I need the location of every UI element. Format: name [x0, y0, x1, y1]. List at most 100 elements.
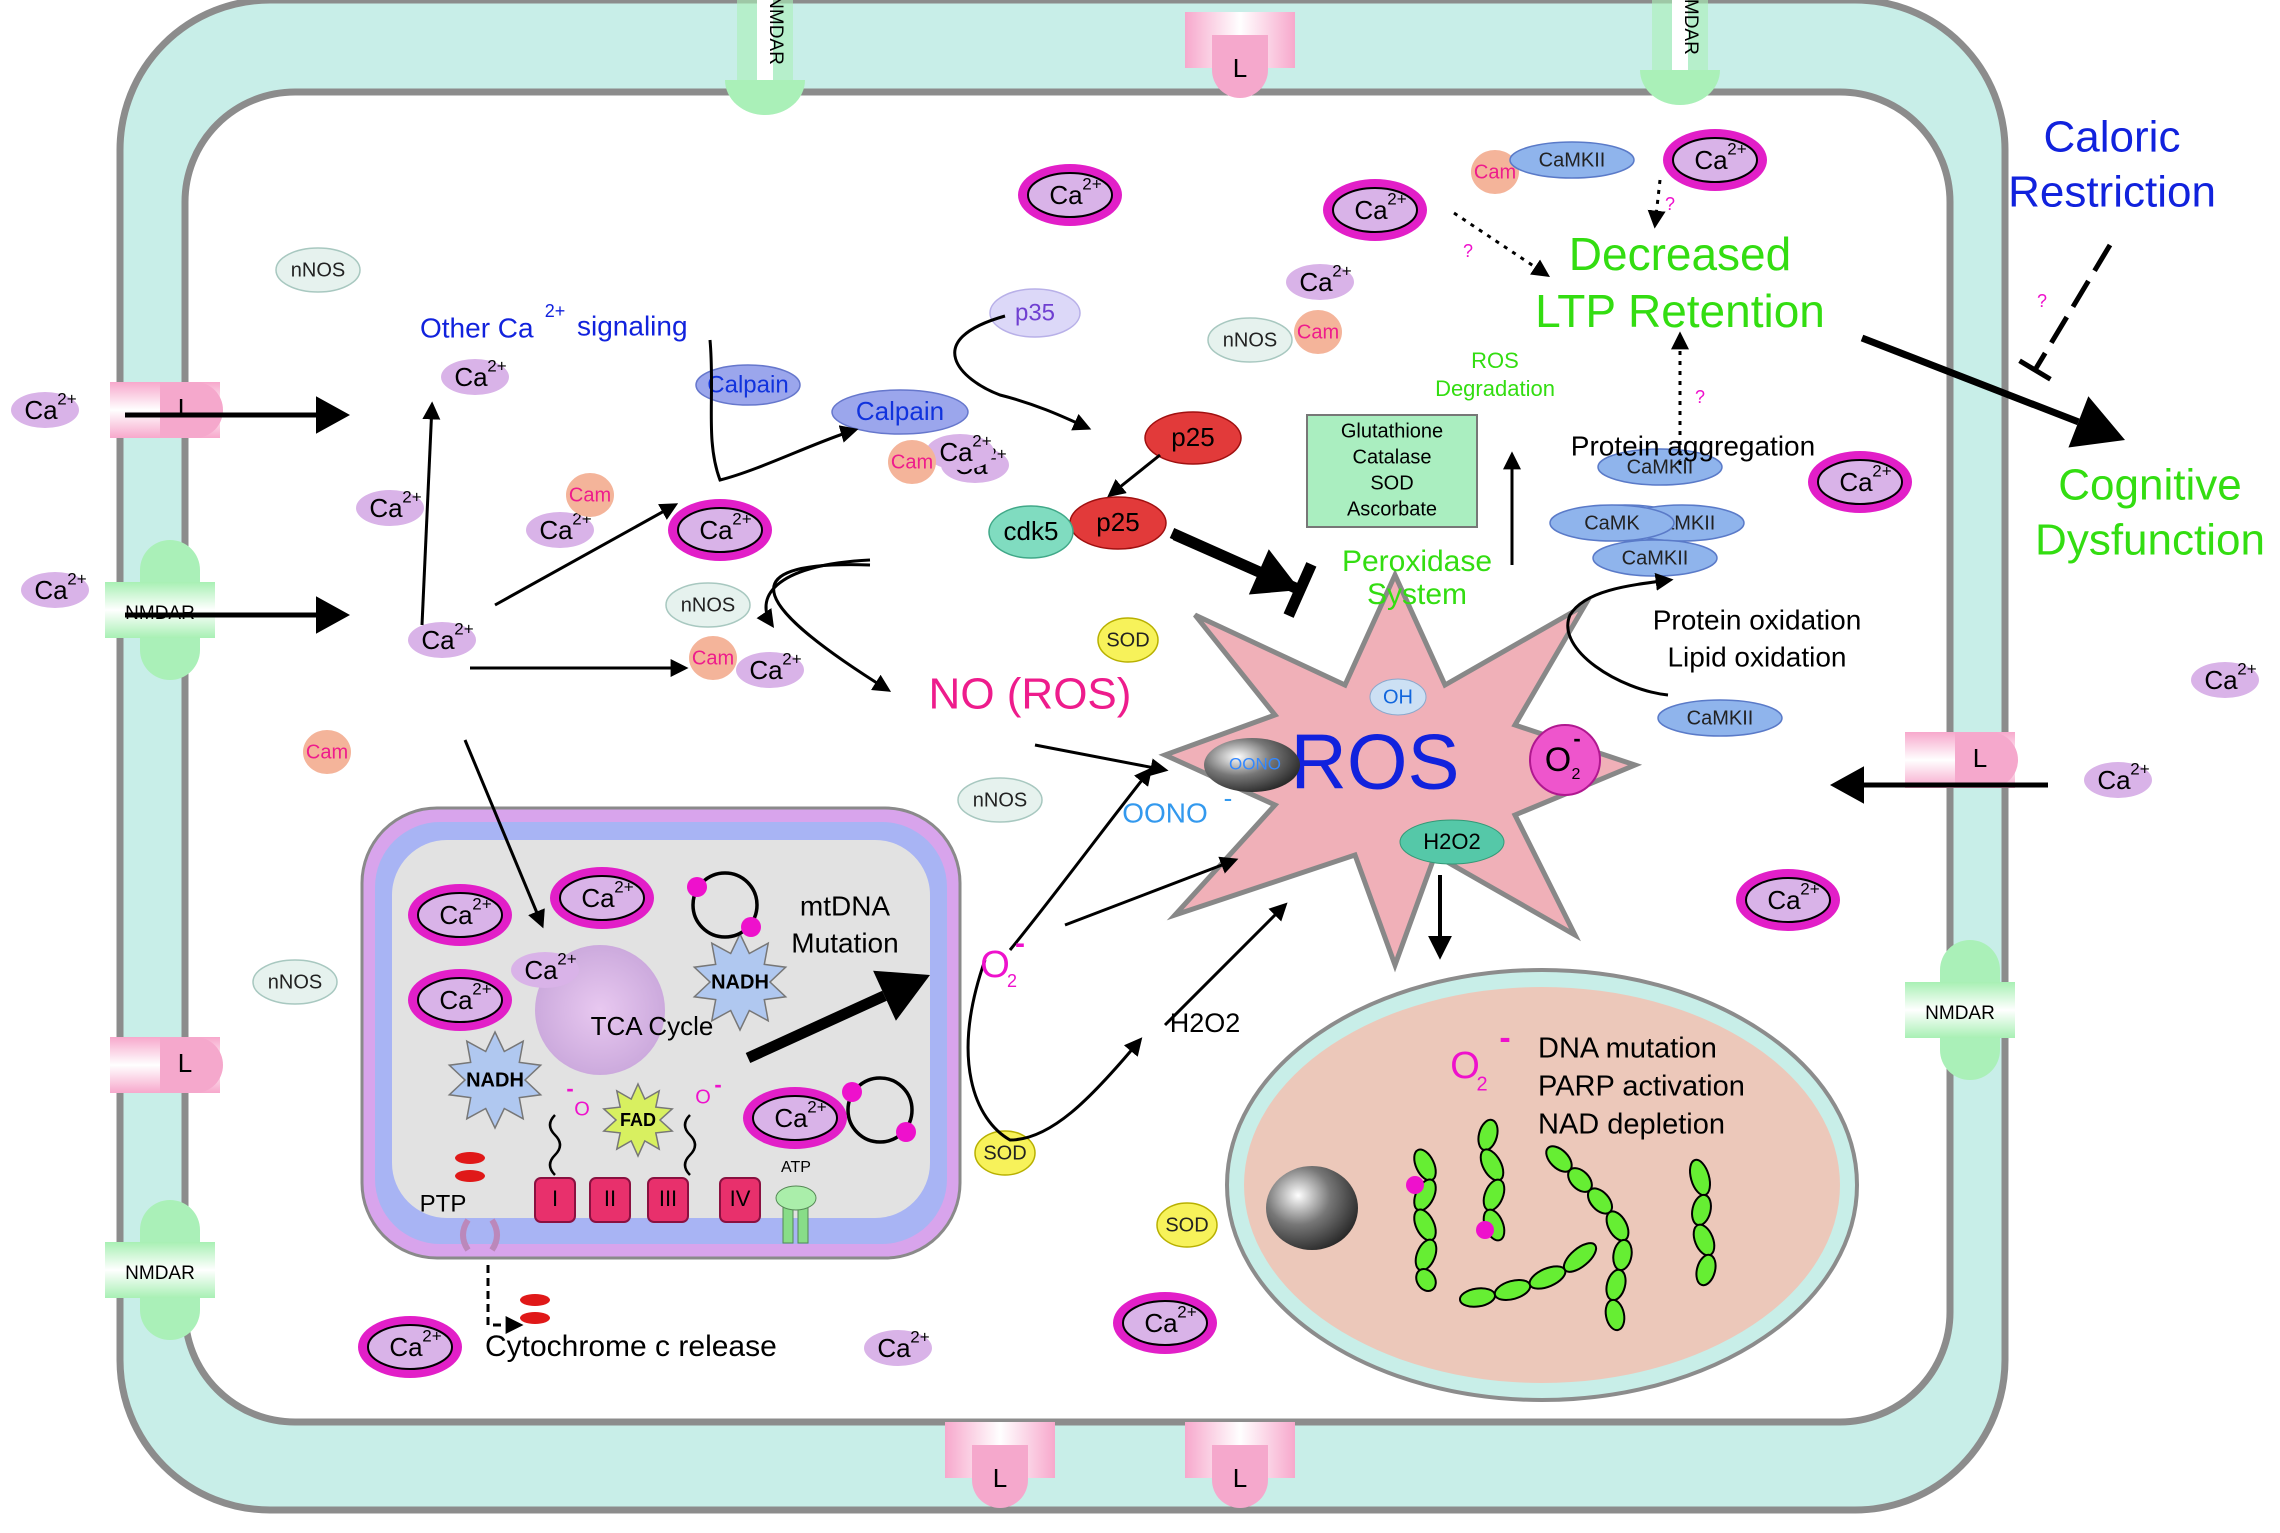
o2-charge: -	[1015, 927, 1025, 960]
calcium-charge: 2+	[614, 877, 633, 896]
decreased-ltp-label: Decreased	[1569, 228, 1791, 280]
antioxidant-item: SOD	[1370, 472, 1413, 494]
dna-strand	[1458, 1242, 1598, 1308]
atp-label: ATP	[781, 1159, 811, 1176]
o2-charge: -	[1499, 1019, 1510, 1057]
calcium-label: Ca	[581, 883, 615, 913]
calmodulin-label: Cam	[1474, 161, 1516, 183]
calcium-charge: 2+	[1082, 174, 1101, 193]
calcium-label: Ca	[2204, 665, 2238, 695]
o2-sub: 2	[1476, 1073, 1487, 1095]
camkii: CaMKII	[1597, 448, 1723, 486]
calcium-charge: 2+	[402, 487, 421, 506]
arrow	[708, 339, 859, 482]
antioxidant-item: Catalase	[1353, 446, 1432, 468]
calcium-charge: 2+	[807, 1097, 826, 1116]
electron-transport-complex: IV	[719, 1177, 761, 1223]
calcium-charge: 2+	[57, 389, 76, 408]
p35-protein: p35	[989, 288, 1081, 338]
camkii-label: CaMKII	[1627, 456, 1694, 478]
l-type-calcium-channel: L	[1185, 1422, 1295, 1508]
calcium-charge: 2+	[2237, 659, 2256, 678]
ptp-label: PTP	[420, 1190, 467, 1217]
calmodulin-label: Cam	[891, 451, 933, 473]
p25-inhibits-peroxidase	[1169, 527, 1317, 618]
nmdar-channel: NMDAR	[105, 540, 215, 680]
calpain-protein-label: Calpain	[707, 371, 788, 398]
nmdar-label: NMDAR	[1680, 0, 1701, 55]
l-type-calcium-channel: L	[1185, 12, 1295, 98]
calcium-label: Ca	[2097, 765, 2131, 795]
nnos-label: nNOS	[681, 594, 735, 616]
calcium-label: Ca	[1049, 180, 1083, 210]
nadh-burst: NADH	[692, 932, 788, 1032]
camkii-label: CaMKII	[1622, 547, 1689, 569]
sod-enzyme: SOD	[1097, 617, 1159, 663]
ros-degradation-label: ROS	[1471, 348, 1519, 373]
calcium-label: Ca	[1299, 267, 1333, 297]
complex-label: II	[604, 1186, 616, 1211]
l-channel-label: L	[993, 1463, 1007, 1493]
p35-protein-label: p35	[1015, 299, 1055, 326]
calmodulin: Cam	[888, 440, 936, 484]
o2-symbol: O	[574, 1098, 590, 1120]
l-channel-label: L	[1973, 743, 1987, 773]
antioxidant-item: Ascorbate	[1347, 498, 1437, 520]
nnos-label: nNOS	[291, 259, 345, 281]
cognitive-dysfunction-label: Cognitive	[2058, 461, 2241, 510]
o2-charge: -	[1573, 726, 1580, 751]
superoxide-label: O-	[695, 1072, 721, 1108]
calmodulin: Cam	[303, 730, 351, 774]
nadh-burst-label: NADH	[711, 971, 769, 993]
nucleus-effect-label: PARP activation	[1538, 1071, 1745, 1103]
protein-oxidation-label: Protein oxidation	[1653, 604, 1862, 635]
camkii: CaMKII	[1657, 699, 1783, 737]
p25-protein: p25	[1144, 411, 1242, 465]
caloric-restriction-inhibition	[2018, 243, 2113, 382]
question-mark: ?	[1695, 387, 1705, 407]
o2-symbol: O	[695, 1086, 711, 1108]
arrow	[966, 959, 1143, 1142]
sod-enzyme-label: SOD	[1165, 1214, 1208, 1236]
o2-in-burst: O	[1545, 741, 1571, 779]
dna-strand	[1545, 1145, 1633, 1332]
calcium-label: Ca	[1144, 1308, 1178, 1338]
superoxide-label: O2-	[980, 927, 1025, 991]
question-mark: ?	[1665, 194, 1675, 214]
calpain-protein-label: Calpain	[856, 396, 944, 426]
calcium-label: Ca	[749, 655, 783, 685]
calcium-label: Ca	[389, 1332, 423, 1362]
nmdar-label: NMDAR	[765, 0, 786, 65]
nnos-label: nNOS	[973, 789, 1027, 811]
electron-transport-complex: III	[647, 1177, 689, 1223]
cytochrome-c	[455, 1152, 485, 1164]
arrow	[494, 503, 679, 607]
caloric-restriction-label-2: Restriction	[2008, 168, 2216, 217]
calcium-charge: 2+	[472, 979, 491, 998]
ltp-to-cognitive-arrow	[1860, 334, 2125, 448]
other-signaling-text-2: signaling	[577, 310, 688, 341]
arrow	[420, 401, 441, 626]
peroxidase-label: Peroxidase	[1342, 545, 1492, 578]
dna-strand	[1413, 1148, 1438, 1293]
l-type-calcium-channel: L	[945, 1422, 1055, 1508]
arrow	[1064, 856, 1239, 927]
electron-transport-complex: II	[589, 1177, 631, 1223]
nnos: nNOS	[252, 959, 338, 1005]
no-ros-label: NO (ROS)	[929, 670, 1132, 719]
oono-text: OONO	[1122, 797, 1208, 828]
sod-enzyme: SOD	[1156, 1202, 1218, 1248]
nmdar-channel: NMDAR	[1905, 940, 2015, 1080]
calmodulin-label: Cam	[1297, 321, 1339, 343]
arrow	[463, 739, 545, 929]
calcium-label: Ca	[421, 625, 455, 655]
question-mark: ?	[1463, 241, 1473, 261]
